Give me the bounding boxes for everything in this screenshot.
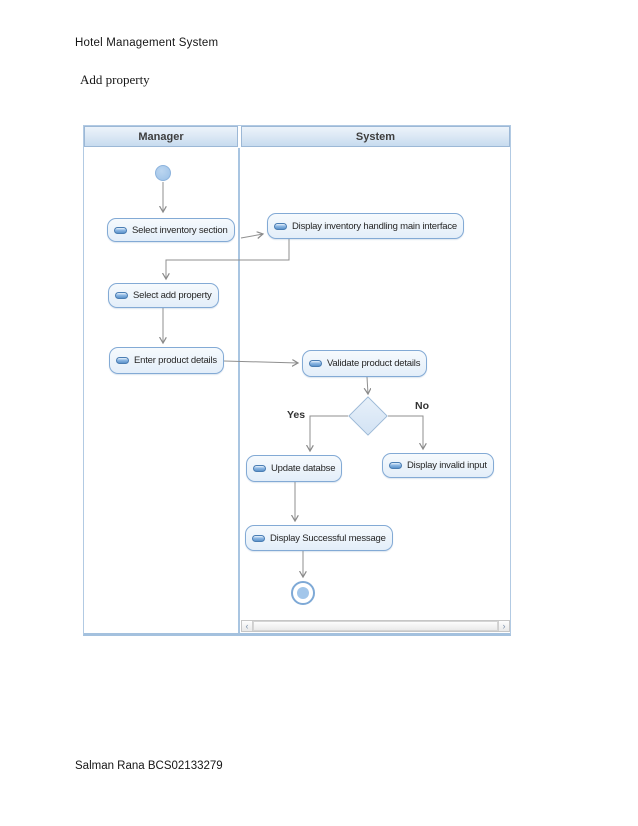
diagram-body: Select inventory section Display invento… [84, 148, 510, 633]
activity-icon [116, 357, 129, 364]
activity-validate-product-details: Validate product details [302, 350, 428, 377]
activity-select-add-property: Select add property [108, 283, 219, 308]
scrollbar-track[interactable] [253, 621, 498, 631]
activity-label: Display inventory handling main interfac… [292, 220, 458, 232]
activity-display-invalid-input: Display invalid input [382, 453, 494, 478]
end-node [291, 581, 315, 605]
activity-select-inventory: Select inventory section [107, 218, 235, 242]
activity-display-inventory-interface: Display inventory handling main interfac… [267, 213, 465, 239]
activity-icon [309, 360, 322, 367]
author-line: Salman Rana BCS02133279 [75, 760, 223, 772]
activity-label: Display invalid input [407, 460, 487, 471]
branch-label-no: No [415, 400, 429, 412]
activity-label: Select inventory section [132, 224, 228, 236]
activity-diagram-panel: Manager System [83, 125, 511, 636]
activity-icon [253, 465, 266, 472]
chevron-right-icon: › [502, 620, 506, 631]
diagram-caption: Add property [80, 72, 150, 87]
scroll-right-button[interactable]: › [498, 621, 509, 631]
activity-label: Enter product details [134, 355, 217, 366]
activity-icon [115, 292, 128, 299]
horizontal-scrollbar[interactable]: ‹ › [241, 620, 510, 632]
activity-display-successful-message: Display Successful message [245, 525, 393, 551]
scroll-left-button[interactable]: ‹ [242, 621, 253, 631]
lane-header-manager: Manager [84, 126, 238, 147]
activity-label: Display Successful message [270, 532, 386, 544]
scrollbar-thumb[interactable] [253, 621, 498, 631]
chevron-left-icon: ‹ [245, 620, 249, 631]
document-title: Hotel Management System [75, 37, 219, 49]
activity-update-database: Update databse [246, 455, 343, 482]
lane-header-system: System [241, 126, 510, 147]
activity-icon [274, 222, 287, 230]
activity-icon [252, 534, 265, 542]
activity-label: Validate product details [327, 358, 421, 369]
activity-enter-product-details: Enter product details [109, 347, 224, 374]
activity-label: Update databse [271, 463, 336, 474]
activity-icon [389, 462, 402, 469]
swimlane-headers: Manager System [84, 126, 510, 148]
branch-label-yes: Yes [287, 409, 306, 421]
start-node [155, 165, 171, 181]
activity-icon [114, 226, 127, 234]
swimlane-divider [238, 148, 240, 633]
activity-label: Select add property [133, 290, 212, 301]
end-node-inner [297, 587, 309, 599]
decision-node [348, 396, 388, 436]
